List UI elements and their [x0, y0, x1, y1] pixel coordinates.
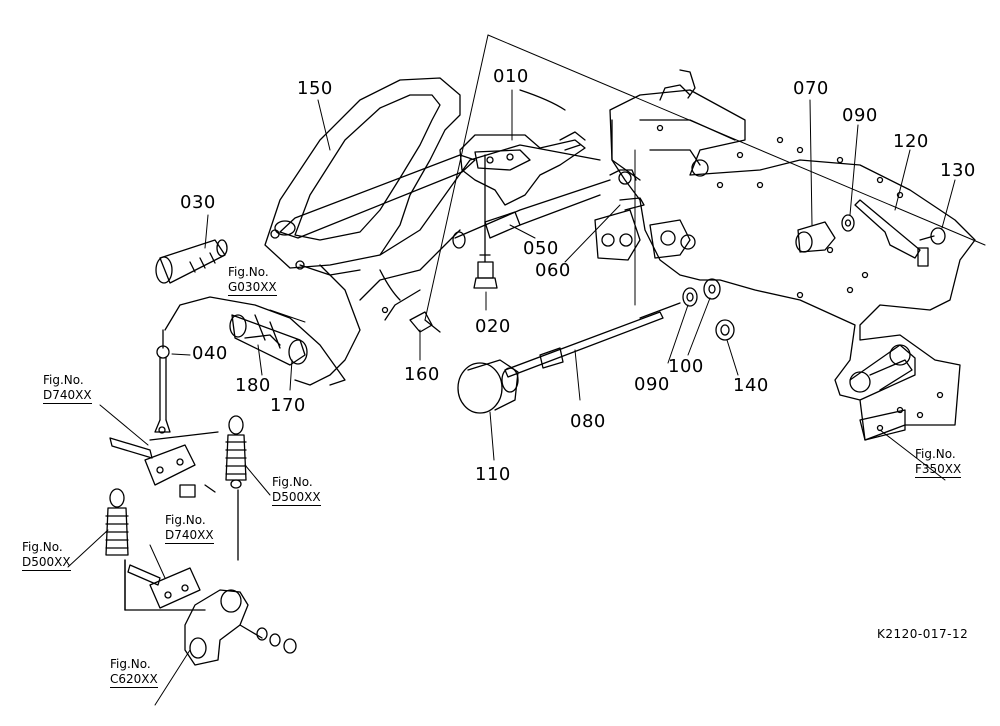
fig-ref-code: D500XX [272, 490, 321, 506]
part-label-020: 020 [475, 316, 511, 337]
fig-ref-prefix: Fig.No. [915, 447, 956, 461]
control-cable-loop [154, 296, 346, 434]
part-label-060: 060 [535, 260, 571, 281]
fig-ref-code: D740XX [43, 388, 92, 404]
leader-lines [67, 89, 956, 706]
lever-grip [155, 239, 228, 284]
washers-and-nuts [682, 278, 735, 341]
fig-ref-code: D500XX [22, 555, 71, 571]
bolt-020 [473, 154, 498, 289]
fig-ref-d500xx-left: Fig.No. D500XX [22, 540, 71, 571]
lever-guide-plate [264, 77, 461, 276]
part-label-050: 050 [523, 238, 559, 259]
throttle-cable [452, 169, 645, 249]
fig-ref-prefix: Fig.No. [228, 265, 269, 279]
lever-mount-curve [294, 89, 601, 386]
lower-left-linkage [105, 415, 297, 666]
part-label-070: 070 [793, 78, 829, 99]
fig-ref-code: F350XX [915, 462, 962, 478]
part-label-100: 100 [668, 356, 704, 377]
fig-ref-code: G030XX [228, 280, 277, 296]
part-label-040: 040 [192, 343, 228, 364]
part-label-080: 080 [570, 411, 606, 432]
screw-160 [409, 311, 441, 333]
fig-ref-d500xx-right: Fig.No. D500XX [272, 475, 321, 506]
part-label-010: 010 [493, 66, 529, 87]
part-label-180: 180 [235, 375, 271, 396]
fig-ref-prefix: Fig.No. [165, 513, 206, 527]
part-label-110: 110 [475, 464, 511, 485]
part-label-120: 120 [893, 131, 929, 152]
fig-ref-c620xx: Fig.No. C620XX [110, 657, 158, 688]
part-label-160: 160 [404, 364, 440, 385]
fig-ref-code: C620XX [110, 672, 158, 688]
upper-right-hardware [795, 199, 946, 259]
part-label-030: 030 [180, 192, 216, 213]
fig-ref-f350xx: Fig.No. F350XX [915, 447, 962, 478]
choke-rod [504, 302, 681, 378]
fig-ref-prefix: Fig.No. [43, 373, 84, 387]
part-label-170: 170 [270, 395, 306, 416]
fig-ref-d740xx-upper: Fig.No. D740XX [43, 373, 92, 404]
fig-ref-g030xx: Fig.No. G030XX [228, 265, 277, 296]
fig-ref-d740xx-lower: Fig.No. D740XX [165, 513, 214, 544]
fig-ref-prefix: Fig.No. [272, 475, 313, 489]
choke-knob [457, 359, 519, 414]
part-label-150: 150 [297, 78, 333, 99]
lever-rod [274, 154, 476, 239]
part-label-090-lower: 090 [634, 374, 670, 395]
fig-ref-code: D740XX [165, 528, 214, 544]
bracket-010 [459, 131, 586, 206]
document-number: K2120-017-12 [877, 627, 969, 641]
part-label-140: 140 [733, 375, 769, 396]
fig-ref-prefix: Fig.No. [22, 540, 63, 554]
main-frame-plate [594, 69, 976, 441]
part-label-130: 130 [940, 160, 976, 181]
fig-ref-prefix: Fig.No. [110, 657, 151, 671]
part-label-090-upper: 090 [842, 105, 878, 126]
